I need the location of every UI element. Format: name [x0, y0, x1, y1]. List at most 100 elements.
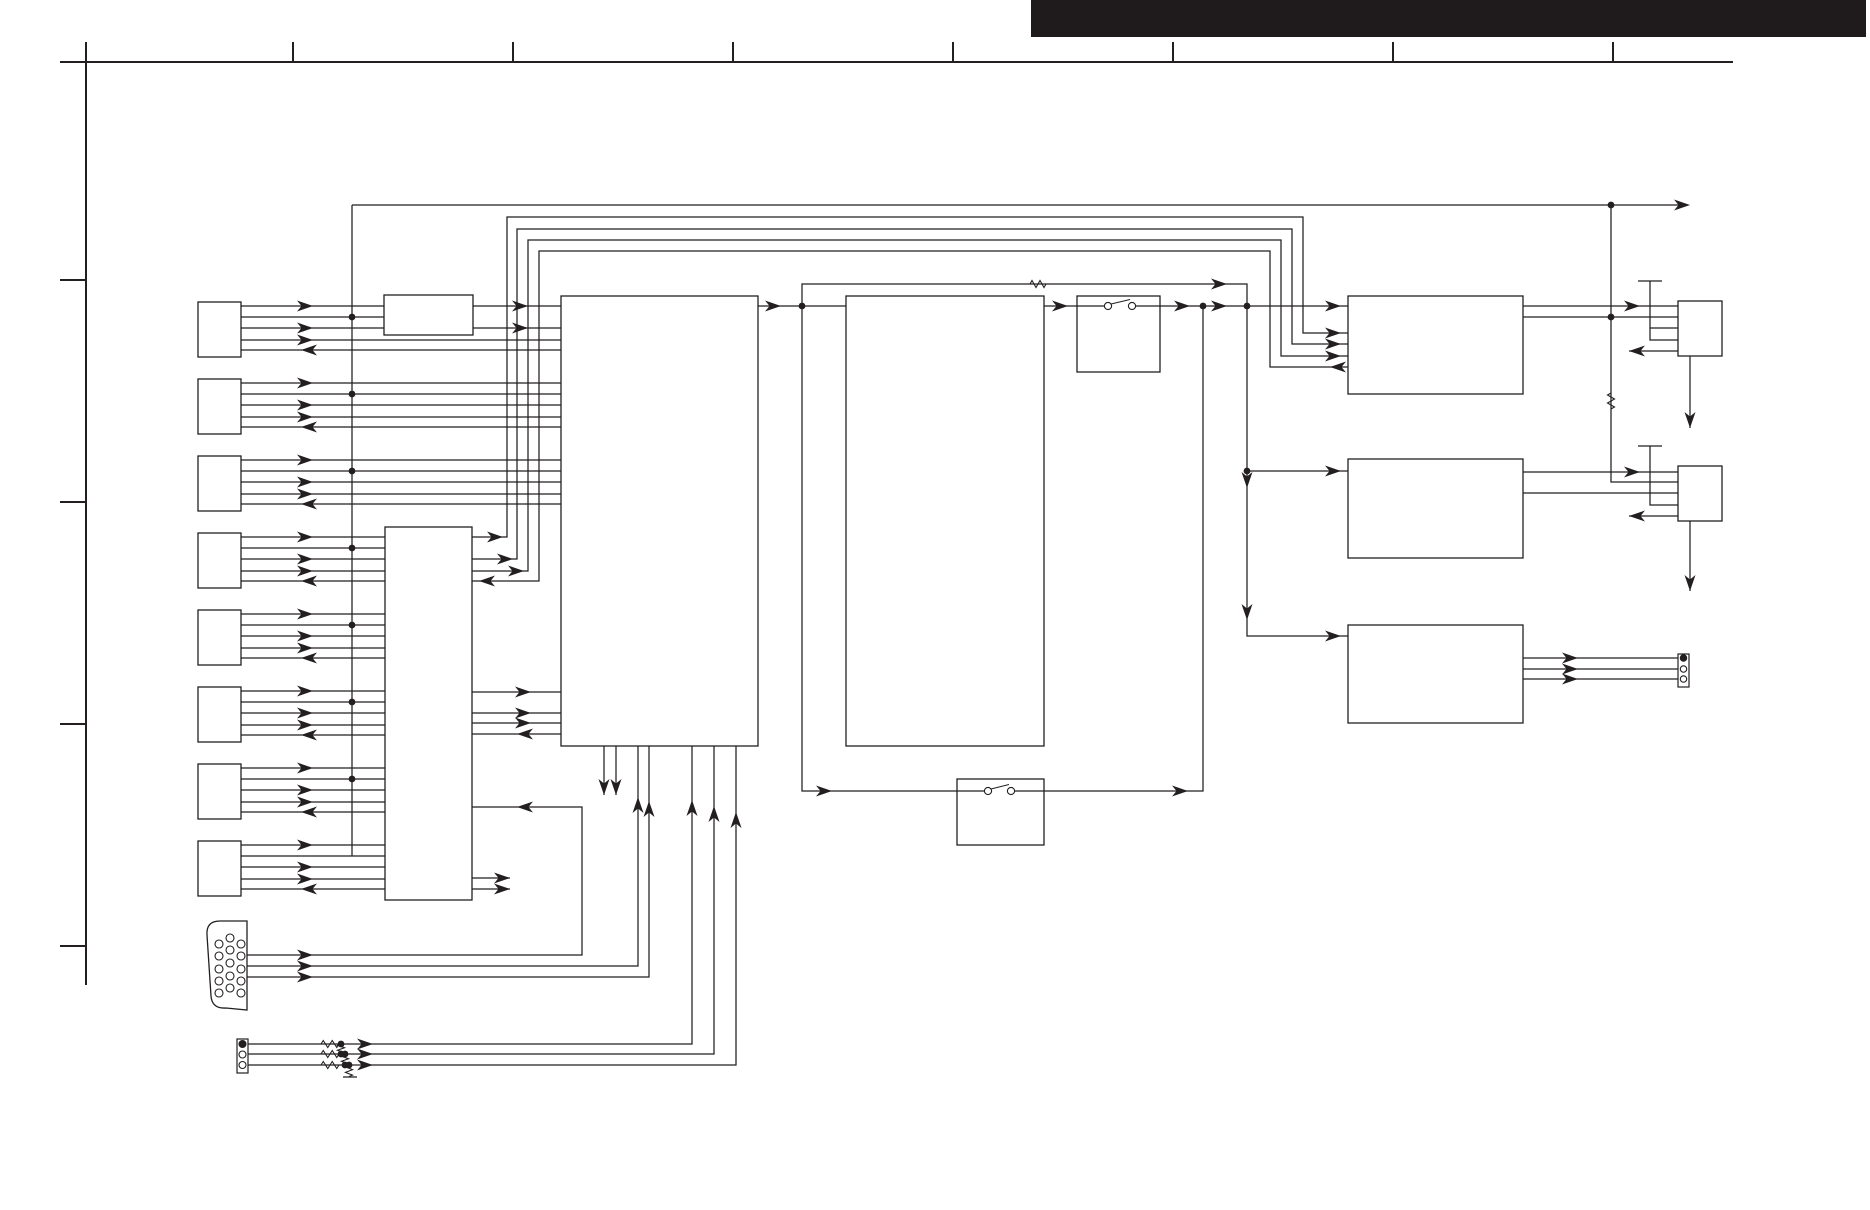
arrowhead-d	[1684, 575, 1696, 591]
arrowhead-r	[1325, 327, 1341, 339]
squiggle-mark	[320, 1060, 340, 1070]
arrowhead-l	[1330, 361, 1346, 373]
arrowhead-r	[1211, 278, 1227, 290]
arrowhead-d	[610, 779, 622, 795]
arrowhead-r	[297, 531, 313, 543]
arrowhead-r	[1325, 465, 1341, 477]
arrowhead-l	[1629, 510, 1645, 522]
arrowhead-l	[301, 344, 317, 356]
port-box-7	[197, 763, 242, 820]
arrowhead-l	[517, 728, 533, 740]
out-box-2	[1677, 465, 1723, 522]
arrowhead-l	[517, 801, 533, 813]
port-box-6	[197, 686, 242, 743]
arrowhead-u	[686, 800, 698, 816]
vga-pin-hole	[214, 939, 224, 949]
switch-lever	[1110, 298, 1131, 305]
pin-header-left-pin	[238, 1050, 247, 1059]
switch-box-bottom	[956, 778, 1045, 846]
vga-pin-hole	[236, 951, 246, 961]
arrowhead-r	[1325, 300, 1341, 312]
rail-2	[1649, 446, 1678, 506]
junction-dot	[1199, 302, 1207, 310]
arrowhead-r	[297, 334, 313, 346]
arrowhead-r	[357, 1038, 373, 1050]
arrowhead-r	[515, 717, 531, 729]
port-box-5	[197, 609, 242, 666]
arrowhead-r	[297, 608, 313, 620]
main-block-left	[560, 295, 759, 747]
arrowhead-r	[1562, 663, 1578, 675]
junction-dot	[348, 467, 356, 475]
relay-switch-bottom-contact	[983, 786, 993, 796]
junction-dot	[337, 1050, 345, 1058]
relay-switch-bottom-contact	[1006, 786, 1016, 796]
rail-1	[1649, 281, 1678, 341]
junction-dot	[1607, 313, 1615, 321]
arrowhead-r	[494, 883, 510, 895]
arrowhead-r	[1211, 300, 1227, 312]
arrowhead-r	[1624, 466, 1640, 478]
junction-dot	[798, 302, 806, 310]
right-block-3	[1347, 624, 1524, 724]
arrowhead-d	[1684, 412, 1696, 428]
pin-header-left-pin	[238, 1039, 247, 1049]
arrowhead-r	[297, 565, 313, 577]
arrowhead-r	[1052, 300, 1068, 312]
arrowhead-r	[297, 839, 313, 851]
arrowhead-r	[297, 300, 313, 312]
vga-pin-hole	[236, 988, 246, 998]
drop-to-r3	[1246, 306, 1348, 637]
arrowhead-r	[297, 553, 313, 565]
arrowhead-r	[297, 322, 313, 334]
arrowhead-r	[297, 873, 313, 885]
pin-header-left-pin	[238, 1060, 247, 1070]
arrowhead-r	[515, 707, 531, 719]
main-block-center	[845, 295, 1045, 747]
arrowhead-l	[301, 806, 317, 818]
arrowhead-r	[297, 762, 313, 774]
arrowhead-u	[730, 812, 742, 828]
arrowhead-r	[512, 300, 528, 312]
arrowhead-r	[297, 784, 313, 796]
arrowhead-r	[487, 531, 503, 543]
arrowhead-l	[301, 421, 317, 433]
arrowhead-l	[1629, 345, 1645, 357]
arrowhead-r	[357, 1048, 373, 1060]
vga-pin-hole	[236, 964, 246, 974]
arrowhead-r	[297, 861, 313, 873]
arrowhead-r	[297, 642, 313, 654]
vga-pin-hole	[214, 964, 224, 974]
arrowhead-r	[1174, 300, 1190, 312]
arrowhead-u	[632, 797, 644, 813]
junction-dot	[348, 698, 356, 706]
vga-pin-hole	[214, 951, 224, 961]
arrowhead-u	[643, 801, 655, 817]
pin-header-right-pin	[1679, 654, 1688, 662]
bypass-bottom-b	[1015, 306, 1204, 792]
arrowhead-r	[1562, 673, 1578, 685]
bypass-bottom-a	[801, 306, 984, 792]
arrowhead-r	[1624, 300, 1640, 312]
arrowhead-r	[297, 707, 313, 719]
arrowhead-r	[297, 399, 313, 411]
junction-dot	[348, 544, 356, 552]
port-box-3	[197, 455, 242, 512]
arrowhead-l	[301, 729, 317, 741]
arrowhead-l	[301, 498, 317, 510]
junction-dot	[348, 621, 356, 629]
vga-line-2	[247, 746, 639, 967]
switch-lever	[990, 783, 1010, 790]
vga-pin-hole	[236, 976, 246, 986]
bus-drop-right	[1610, 205, 1678, 483]
arrowhead-l	[301, 652, 317, 664]
arrowhead-r	[297, 685, 313, 697]
arrowhead-r	[765, 300, 781, 312]
arrowhead-r	[1674, 199, 1690, 211]
port-box-1	[197, 301, 242, 358]
squiggle-mark	[320, 1049, 340, 1059]
junction-dot	[1607, 201, 1615, 209]
junction-dot	[348, 313, 356, 321]
